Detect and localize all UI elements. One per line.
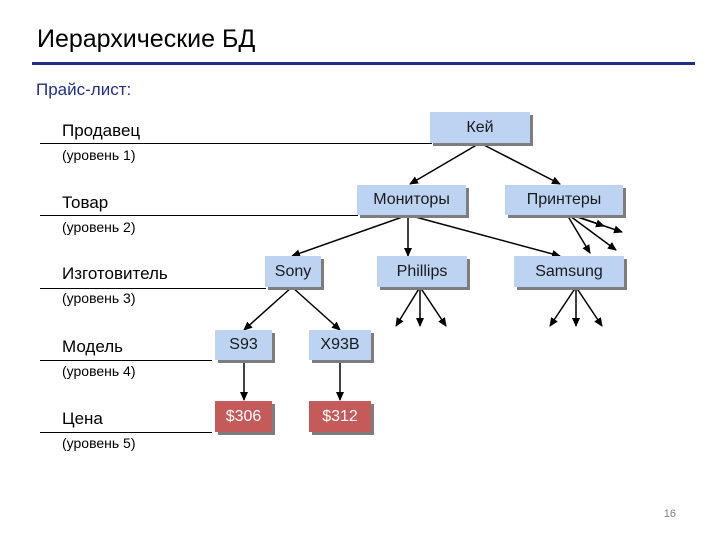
level-3-rule: [40, 288, 266, 289]
level-5-note: (уровень 5): [62, 435, 136, 451]
node-model-x93b: X93B: [309, 330, 371, 360]
node-model-s93: S93: [215, 330, 272, 360]
level-3-note: (уровень 3): [62, 290, 136, 306]
edge-printers-out-2: [565, 212, 623, 234]
edge-phillips-out-3: [419, 286, 447, 327]
edge-kei-monitors: [409, 142, 481, 185]
node-price-s93: $306: [215, 401, 272, 432]
edge-monitors-samsung: [407, 214, 561, 258]
node-printers: Принтеры: [505, 185, 623, 215]
edge-printers-out-3: [565, 212, 617, 251]
level-3-name: Изготовитель: [62, 264, 168, 283]
edge-monitors-sony: [291, 214, 409, 258]
level-2-rule: [40, 215, 358, 216]
level-1-name: Продавец: [62, 121, 141, 140]
edge-samsung-out-1: [549, 286, 577, 327]
page-number: 16: [663, 508, 676, 520]
edge-printers-out-4: [565, 212, 591, 254]
edge-sony-s93: [243, 286, 293, 331]
node-kei: Кей: [430, 112, 530, 143]
price-list-label: Прайс-лист:: [36, 80, 132, 99]
level-2-name: Товар: [62, 193, 109, 212]
level-2-note: (уровень 2): [62, 219, 136, 235]
level-4-rule: [40, 360, 212, 361]
node-price-x93b: $312: [309, 401, 371, 432]
level-1-rule: [40, 143, 432, 144]
level-4-note: (уровень 4): [62, 363, 136, 379]
edge-sony-x93b: [291, 286, 341, 331]
node-monitors: Мониторы: [357, 185, 466, 215]
node-sony: Sony: [265, 256, 321, 287]
level-1-note: (уровень 1): [62, 147, 136, 163]
slide-title: Иерархические БД: [37, 25, 256, 53]
level-4-name: Модель: [62, 337, 124, 356]
level-5-name: Цена: [62, 409, 103, 428]
node-phillips: Phillips: [377, 256, 467, 287]
title-underline: [32, 62, 695, 65]
edge-samsung-out-3: [575, 286, 603, 327]
edge-phillips-out-1: [395, 286, 421, 327]
level-5-rule: [40, 432, 212, 433]
edge-kei-printers: [479, 142, 561, 185]
node-samsung: Samsung: [514, 256, 624, 287]
